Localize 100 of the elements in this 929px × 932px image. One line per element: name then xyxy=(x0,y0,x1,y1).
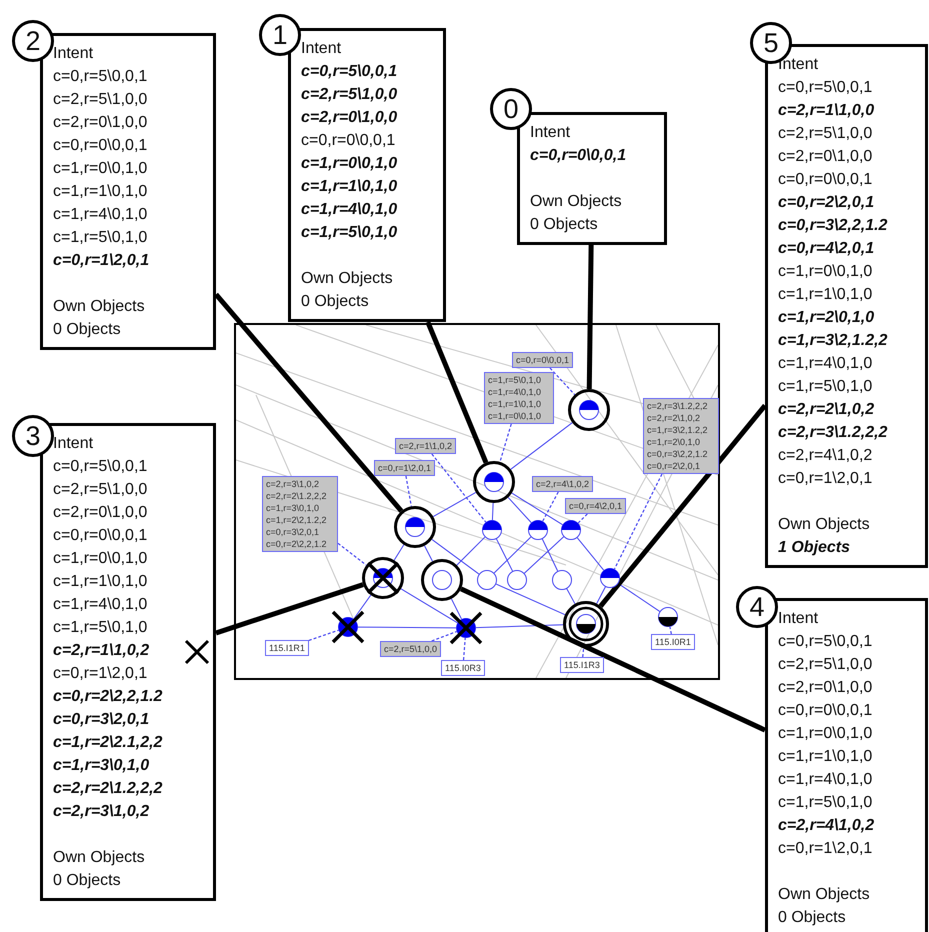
label-text: c=2,r=4\1,0,2 xyxy=(536,479,590,489)
label-text: c=2,r=3\1,0,2 c=2,r=2\1.2,2,2 c=1,r=3\0,1,0 c=1,r=2\2,1.2,2 c=0,r=3\2,0,1 c=0,r=2\2,2,1.2 xyxy=(266,479,327,549)
section-heading: Own Objects xyxy=(530,193,622,210)
concept-node xyxy=(507,570,527,590)
lattice-edge xyxy=(542,538,558,572)
label-text: 115.I0R1 xyxy=(655,637,691,647)
leader-line xyxy=(214,292,404,513)
lattice-panel xyxy=(234,323,720,680)
label-text: c=2,r=5\1,0,0 xyxy=(384,644,438,654)
concept-node xyxy=(658,607,678,627)
concept-node xyxy=(563,601,609,647)
concept-node xyxy=(528,520,548,540)
label-connector xyxy=(542,492,559,522)
object-label xyxy=(441,660,485,676)
intent-list: c=0,r=5\0,0,1 c=2,r=5\1,0,0 c=2,r=0\1,0,0 c=0,r=0\0,0,1 c=1,r=0\0,1,0 c=1,r=1\0,1,0 c=1,r=4\0,1,0 c=1,r=5\0,1,0 c=0,r=1\2,0,1 xyxy=(53,68,150,269)
label-connector xyxy=(431,454,486,523)
intent-label xyxy=(532,476,594,492)
label-connector xyxy=(405,476,412,506)
label-text: 115.I1R3 xyxy=(564,660,600,670)
callout-number: 4 xyxy=(736,586,778,628)
leader-line xyxy=(426,321,488,464)
label-text: 115.I1R1 xyxy=(269,643,305,653)
label-text: 115.I0R3 xyxy=(445,663,481,673)
object-label xyxy=(560,657,604,673)
lattice-edge xyxy=(576,537,604,571)
section-heading: Intent xyxy=(53,435,94,452)
label-connector xyxy=(499,424,512,462)
lattice-edge xyxy=(400,588,458,624)
lattice-edge xyxy=(496,538,514,572)
concept-node xyxy=(338,617,358,637)
intent-list: c=0,r=5\0,0,1 c=2,r=5\1,0,0 c=2,r=0\1,0,0 c=0,r=0\0,0,1 c=1,r=0\0,1,0 c=1,r=1\0,1,0 c=1,r=4\0,1,0 c=1,r=5\0,1,0 c=2,r=4\1,0,2 c=0,r=1\2,0,1 xyxy=(778,633,874,857)
section-heading: Intent xyxy=(778,56,818,73)
lattice-edge xyxy=(456,536,486,566)
intent-label xyxy=(512,352,574,368)
lattice-edge xyxy=(524,536,564,574)
object-label xyxy=(265,640,309,656)
label-connector xyxy=(614,474,663,570)
objects-text: 1 Objects xyxy=(778,539,850,556)
objects-text: 0 Objects xyxy=(53,321,121,338)
concept-node xyxy=(473,461,515,503)
lattice-edge xyxy=(432,492,476,518)
section-heading: Intent xyxy=(53,45,94,62)
lattice-edge xyxy=(450,598,462,620)
intent-list: c=0,r=0\0,0,1 xyxy=(530,147,626,164)
label-text: c=0,r=0\0,0,1 xyxy=(516,355,570,365)
lattice-edge xyxy=(508,496,532,524)
callout-number: 0 xyxy=(490,88,532,130)
intent-list: c=0,r=5\0,0,1 c=2,r=1\1,0,0 c=2,r=5\1,0,0 c=2,r=0\1,0,0 c=0,r=0\0,0,1 c=0,r=2\2,0,1 c=0,r=3\2,2,1.2 c=0,r=4\2,0,1 c=1,r=0\0,1,0 c=1,r=1\0,1,0 c=1,r=2\0,1,0 c=1,r=3\2,1.2,2 c=1,r=4\0,1,0 c=1,r=5\0,1,0 c=2,r=2\1,0,2 c=2,r=3\1.2,2,2 c=2,r=4\1,0,2 c=0,r=1\2,0,1 xyxy=(778,79,888,487)
label-connector xyxy=(582,646,584,658)
section-heading: Own Objects xyxy=(778,886,870,903)
intent-label xyxy=(395,438,456,454)
lattice-edge xyxy=(511,492,564,526)
section-heading: Own Objects xyxy=(53,849,145,866)
section-heading: Own Objects xyxy=(301,270,393,287)
lattice-edge xyxy=(496,584,566,616)
label-connector xyxy=(578,514,588,524)
leader-line xyxy=(460,586,766,732)
intent-label xyxy=(484,372,554,424)
label-connector xyxy=(669,626,672,634)
concept-node xyxy=(600,568,620,588)
concept-node xyxy=(477,570,497,590)
lattice-edge xyxy=(353,594,372,620)
section-heading: Intent xyxy=(530,124,570,141)
objects-text: 0 Objects xyxy=(778,909,846,926)
lattice-edge xyxy=(510,422,573,470)
label-text: c=2,r=3\1.2,2,2 c=2,r=2\1,0,2 c=1,r=3\2,1.2,2 c=1,r=2\0,1,0 c=0,r=3\2,2,1.2 c=0,r=2\2,0,1 xyxy=(647,401,708,471)
objects-text: 0 Objects xyxy=(53,872,121,889)
intent-label xyxy=(374,460,436,476)
intent-list: c=0,r=5\0,0,1 c=2,r=5\1,0,0 c=2,r=0\1,0,0 c=0,r=0\0,0,1 c=1,r=0\0,1,0 c=1,r=1\0,1,0 c=1,r=4\0,1,0 c=1,r=5\0,1,0 c=2,r=1\1,0,2 c=0,r=1\2,0,1 c=0,r=2\2,2,1.2 c=0,r=3\2,0,1 c=1,r=2\2.1,2,2 c=1,r=3\0,1,0 c=2,r=2\1.2,2,2 c=2,r=3\1,0,2 xyxy=(53,458,162,820)
label-text: c=0,r=4\2,0,1 xyxy=(569,501,622,511)
section-heading: Intent xyxy=(778,610,818,627)
label-text: c=0,r=1\2,0,1 xyxy=(378,463,432,473)
section-heading: Intent xyxy=(301,40,342,57)
label-connector xyxy=(550,368,576,396)
lattice-edge xyxy=(566,588,576,604)
object-label xyxy=(651,634,695,650)
concept-node xyxy=(568,389,610,431)
intent-label xyxy=(643,398,719,474)
lattice-edge xyxy=(596,586,606,604)
lattice-edge xyxy=(394,544,404,561)
callout-number: 3 xyxy=(12,415,54,457)
concept-node xyxy=(421,559,463,601)
lattice-edge xyxy=(492,502,494,520)
section-heading: Own Objects xyxy=(778,516,870,533)
lattice-edge xyxy=(431,538,480,575)
label-connector xyxy=(431,630,457,642)
concept-node xyxy=(394,506,436,548)
label-text: c=1,r=5\0,1,0 c=1,r=4\0,1,0 c=1,r=1\0,1,0 c=1,r=0\0,1,0 xyxy=(488,375,542,421)
intent-label xyxy=(565,498,626,514)
leader-line xyxy=(586,244,594,390)
lattice-edge xyxy=(494,536,532,574)
leader-line xyxy=(215,582,364,636)
section-heading: Own Objects xyxy=(53,298,145,315)
callout-number: 2 xyxy=(12,20,54,62)
leader-line xyxy=(598,404,767,608)
callout-number: 1 xyxy=(259,14,301,56)
concept-node xyxy=(456,618,476,638)
intent-list: c=0,r=5\0,0,1 c=2,r=5\1,0,0 c=2,r=0\1,0,0 c=0,r=0\0,0,1 c=1,r=0\0,1,0 c=1,r=1\0,1,0 c=1,r=4\0,1,0 c=1,r=5\0,1,0 xyxy=(301,63,398,241)
concept-node xyxy=(482,520,502,540)
concept-node xyxy=(552,570,572,590)
